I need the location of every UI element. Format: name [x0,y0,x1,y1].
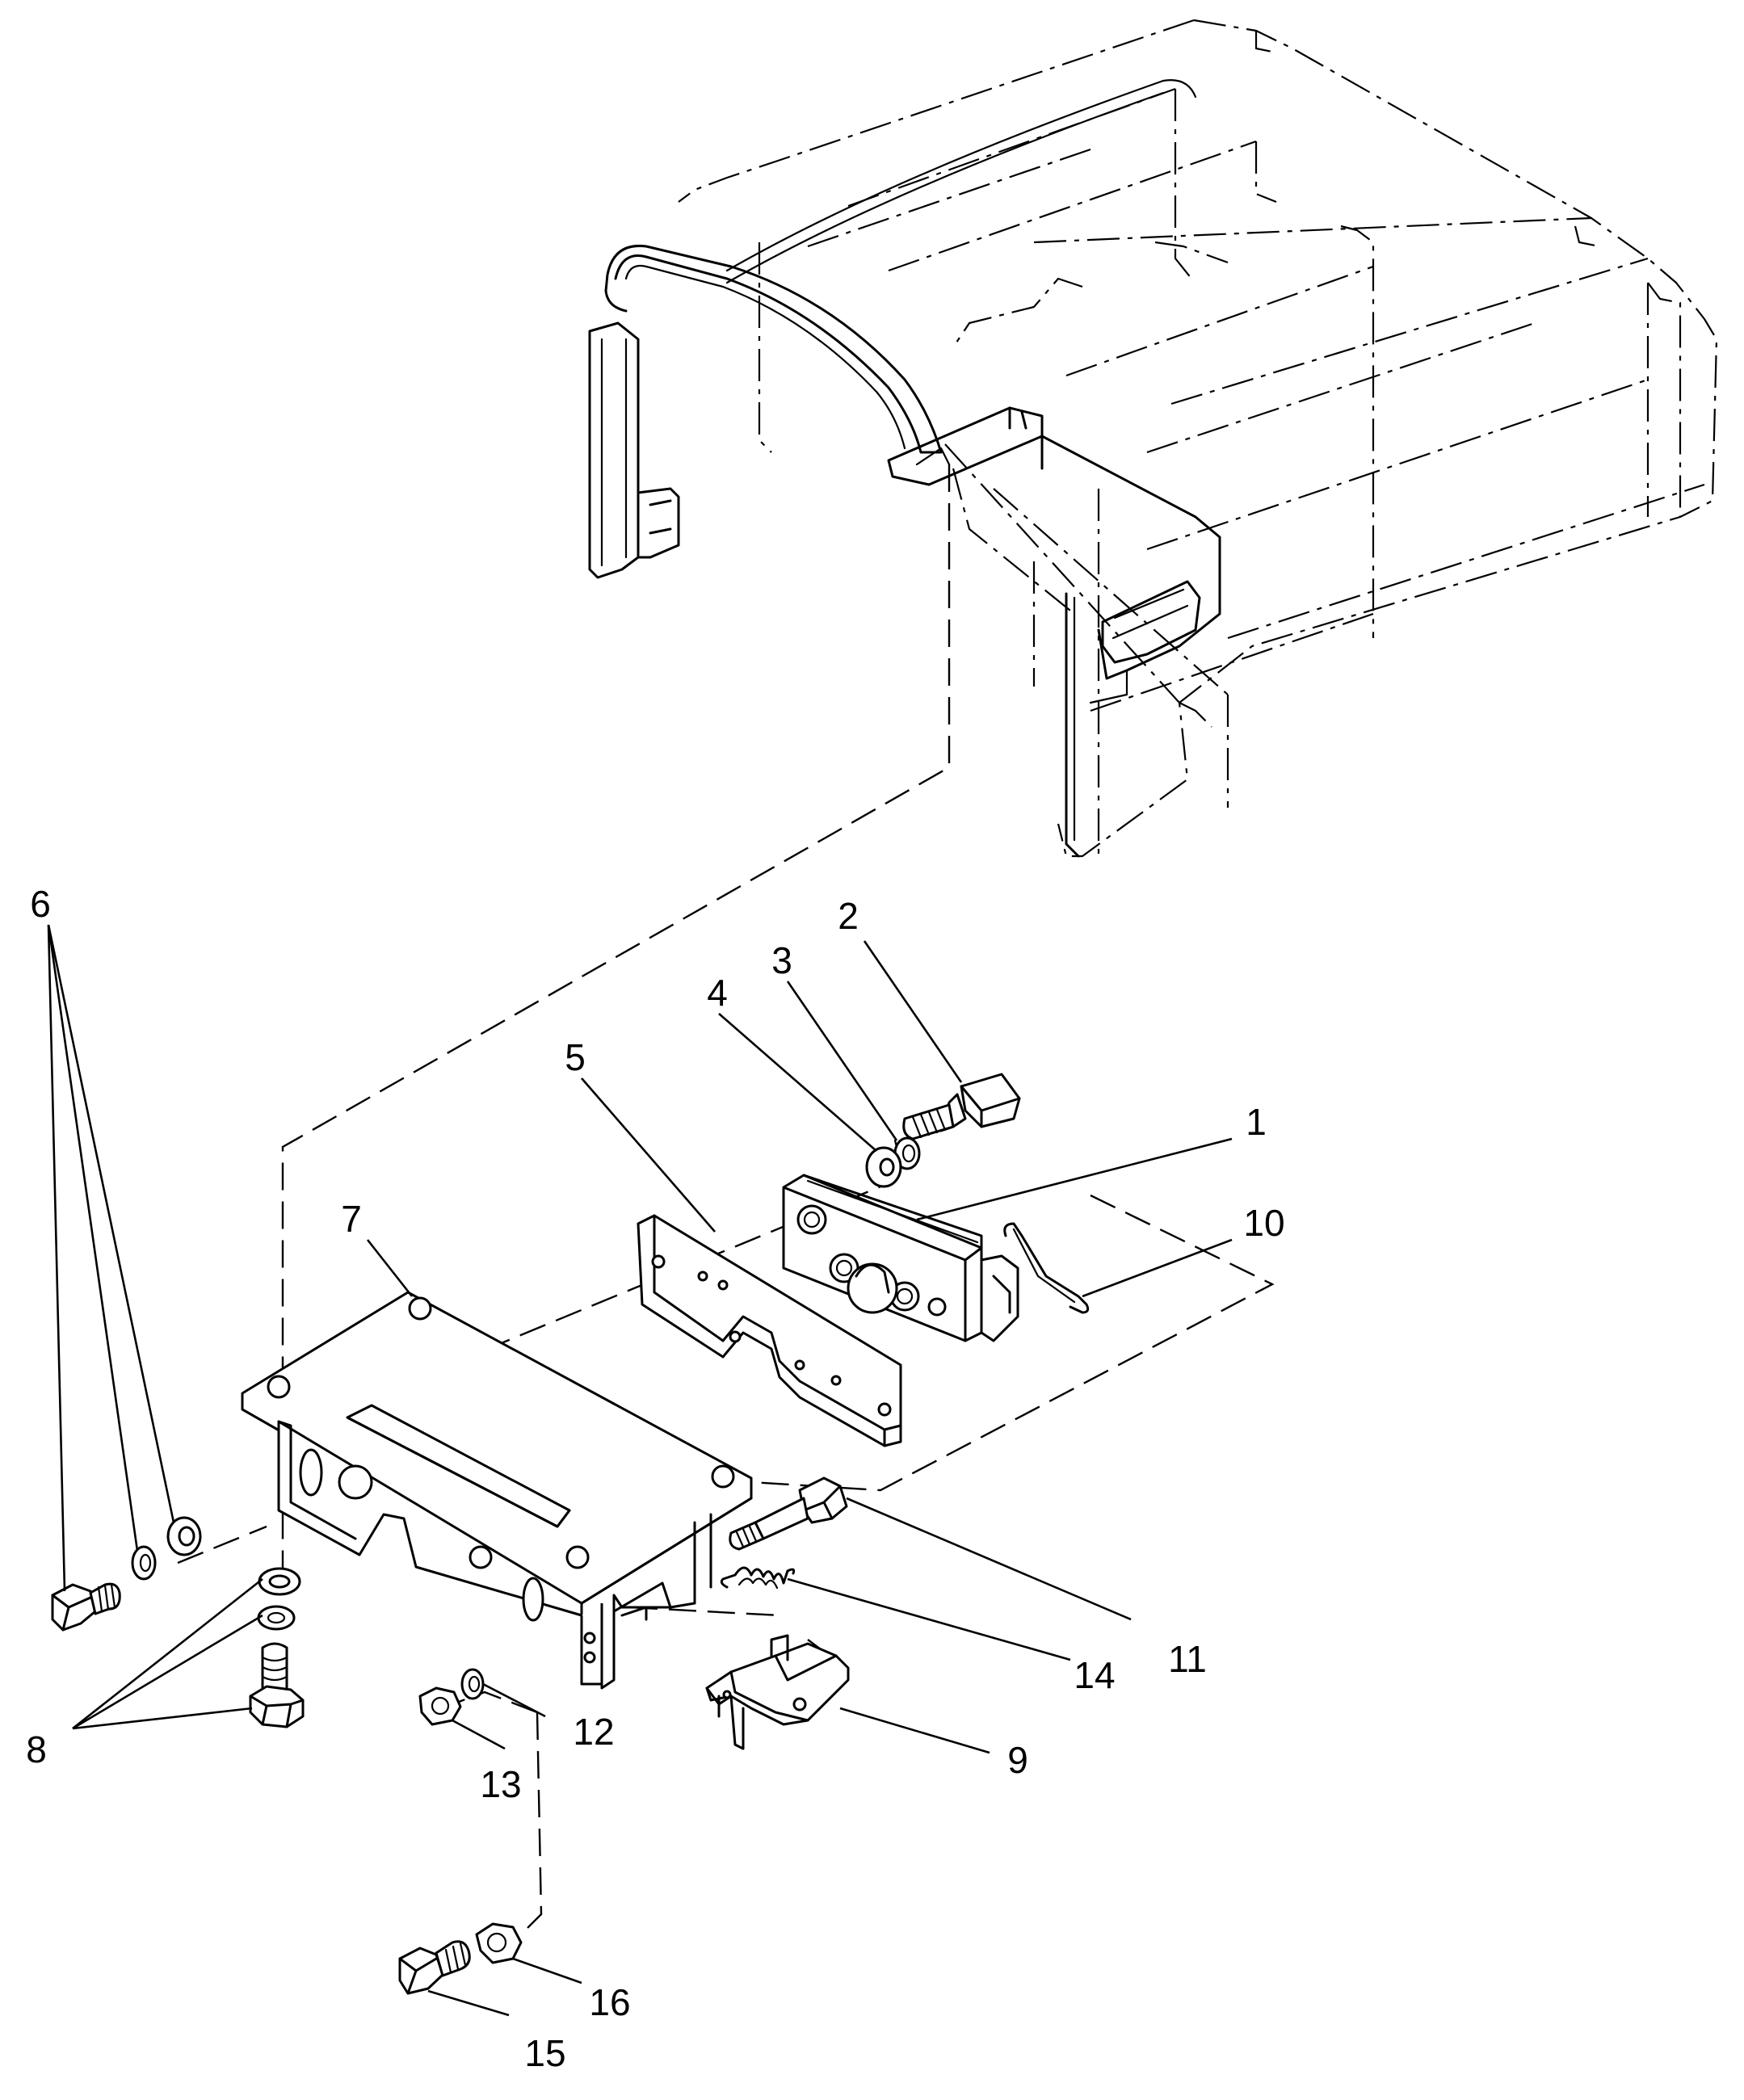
leader-6a [47,924,66,1592]
leader-11 [846,1497,1132,1621]
part-7-base-bracket [241,1291,753,1690]
leader-14 [787,1577,1071,1661]
leader-5 [581,1077,716,1233]
callout-3: 3 [771,939,792,981]
part-1-latch-block [782,1174,1019,1342]
leader-13 [452,1719,506,1750]
callout-labels: 1 2 3 4 5 6 7 8 9 10 11 12 13 14 15 16 [26,883,1284,2074]
callout-11: 11 [1168,1638,1207,1680]
callout-16: 16 [589,1981,630,2023]
part-11-long-bolt [729,1476,848,1551]
callout-8: 8 [26,1728,47,1770]
part-4-flat-washer [865,1146,902,1188]
leader-8a [72,1577,263,1730]
leader-10 [1082,1238,1233,1298]
callout-7: 7 [341,1198,362,1240]
callout-14: 14 [1074,1654,1115,1696]
callout-10: 10 [1243,1202,1284,1244]
callout-1: 1 [1246,1101,1267,1143]
part-6-bolt-and-washers [51,1516,202,1632]
part-10-wire-spring [1003,1222,1090,1314]
leader-8b [72,1614,263,1730]
callout-2: 2 [838,895,859,937]
leader-15 [427,1989,510,2017]
leader-lines [47,924,1233,2017]
callout-4: 4 [707,972,728,1014]
leader-4 [718,1013,877,1152]
part-16-hex-nut [475,1922,523,1964]
callout-13: 13 [480,1763,521,1805]
part-13-hex-nut [418,1686,462,1726]
callout-6: 6 [30,883,51,925]
callout-9: 9 [1007,1739,1028,1781]
leader-9 [839,1707,990,1754]
part-14-coil-spring [720,1566,796,1590]
leader-3 [786,981,898,1141]
part-15-bolt [398,1940,471,1995]
part-12-spring-washer [460,1668,485,1700]
part-8-bolt-and-washers [249,1567,305,1728]
callout-15: 15 [524,2032,565,2074]
leader-7 [366,1239,414,1297]
part-2-bolt [902,1073,1021,1140]
part-5-spacer-plate [637,1214,902,1447]
leader-6c [47,924,175,1523]
part-9-latch-lever [705,1634,850,1750]
leader-8c [72,1707,253,1730]
leader-2 [863,940,963,1083]
leader-6b [47,924,139,1552]
leader-12 [482,1682,546,1718]
leader-16 [512,1957,582,1984]
callout-12: 12 [573,1711,614,1753]
leader-1 [916,1137,1233,1221]
callout-5: 5 [565,1036,586,1078]
cover-housing [588,19,1718,858]
